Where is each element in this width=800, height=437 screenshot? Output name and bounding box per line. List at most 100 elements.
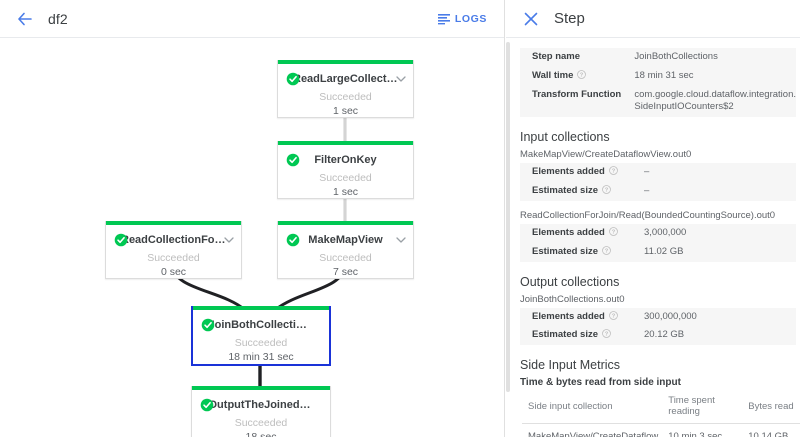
metric-value: –	[644, 166, 650, 178]
collection-name: MakeMapView/CreateDataflowView.out0	[520, 149, 692, 161]
check-circle-icon	[200, 398, 214, 412]
table-row: Elements added? 300,000,000	[520, 308, 796, 327]
node-status: Succeeded	[319, 91, 372, 103]
node-time: 1 sec	[332, 105, 359, 117]
graph-node-filter-on-key[interactable]: FilterOnKey Succeeded 1 sec	[277, 141, 414, 199]
step-details-panel: Step Step name JoinBothCollections Wall …	[506, 0, 800, 437]
metric-label: Elements added?	[520, 163, 632, 182]
node-time: 18 min 31 sec	[228, 351, 294, 363]
table-row: Wall time? 18 min 31 sec	[520, 67, 796, 86]
side-input-collection: MakeMapView/CreateDataflow View.out0	[528, 431, 659, 437]
node-status: Succeeded	[234, 417, 288, 429]
side-input-metrics-subtitle: Time & bytes read from side input	[520, 377, 681, 389]
node-status-bar	[193, 306, 329, 310]
graph-node-read-large-collection[interactable]: ReadLargeCollectionFr… Succeeded 1 sec	[277, 60, 414, 118]
side-input-time-spent: 10 min 3 sec	[668, 431, 723, 437]
collection-name: JoinBothCollections.out0	[520, 293, 625, 305]
help-icon[interactable]: ?	[609, 310, 618, 320]
table-row: Estimated size? 20.12 GB	[520, 326, 796, 345]
close-icon[interactable]	[518, 6, 544, 32]
node-header: ReadLargeCollectionFr…	[278, 68, 413, 90]
help-icon[interactable]: ?	[609, 166, 618, 176]
metric-value: –	[644, 185, 650, 197]
node-status: Succeeded	[319, 252, 372, 264]
svg-text:?: ?	[580, 72, 584, 78]
summary-label: Transform Function	[532, 88, 622, 100]
help-icon[interactable]: ?	[602, 329, 611, 339]
node-header: ReadCollectionForJoin	[106, 229, 241, 251]
svg-text:?: ?	[605, 332, 609, 338]
node-status-bar	[192, 386, 330, 390]
node-status: Succeeded	[234, 337, 288, 349]
graph-node-make-map-view[interactable]: MakeMapView Succeeded 7 sec	[277, 221, 414, 279]
job-graph-pane: df2 LOGS	[0, 0, 505, 437]
help-icon[interactable]: ?	[577, 69, 587, 79]
input-collections-title: Input collections	[520, 130, 610, 145]
arrow-left-icon[interactable]	[10, 4, 40, 34]
panel-scrollbar[interactable]	[506, 42, 510, 392]
chevron-down-icon[interactable]	[223, 234, 235, 246]
metric-label: Estimated size?	[520, 243, 632, 262]
node-name: OutputTheJoinedCollec…	[208, 399, 314, 411]
check-circle-icon	[201, 318, 215, 332]
node-header: JoinBothCollections	[193, 314, 329, 336]
graph-node-output-the-joined-collection[interactable]: OutputTheJoinedCollec… Succeeded 18 sec	[191, 386, 331, 437]
metric-label: Estimated size?	[520, 182, 632, 201]
check-circle-icon	[286, 72, 300, 86]
node-status: Succeeded	[319, 172, 372, 184]
node-time: 18 sec	[245, 431, 277, 437]
side-input-metrics-title: Side Input Metrics	[520, 358, 621, 373]
help-icon[interactable]: ?	[602, 185, 611, 194]
check-circle-icon	[114, 233, 128, 247]
table-row: Elements added? 3,000,000	[520, 224, 796, 243]
help-icon[interactable]: ?	[609, 227, 618, 236]
svg-text:?: ?	[612, 313, 616, 319]
collection-name: ReadCollectionForJoin/Read(BoundedCounti…	[520, 209, 776, 221]
node-status-bar	[278, 221, 413, 225]
graph-canvas[interactable]: ReadLargeCollectionFr… Succeeded 1 sec F…	[0, 38, 504, 437]
node-time: 1 sec	[332, 186, 359, 198]
panel-title: Step	[554, 10, 585, 27]
table-row: Transform Function com.google.cloud.data…	[520, 86, 796, 118]
chevron-down-icon[interactable]	[395, 234, 407, 246]
check-circle-icon	[286, 153, 300, 167]
input-collection-table: Elements added? – Estimated size? –	[520, 163, 796, 201]
node-time: 7 sec	[332, 266, 359, 278]
table-row: Step name JoinBothCollections	[520, 48, 796, 67]
node-name: MakeMapView	[308, 234, 383, 246]
summary-value: com.google.cloud.dataflow.integration. S…	[634, 88, 796, 113]
node-name: FilterOnKey	[314, 154, 377, 166]
column-header: Time spent reading	[662, 392, 743, 425]
logs-button-label: LOGS	[454, 12, 487, 25]
graph-node-read-collection-for-join[interactable]: ReadCollectionForJoin Succeeded 0 sec	[105, 221, 242, 279]
panel-header: Step	[506, 0, 800, 38]
table-row: Estimated size? 11.02 GB	[520, 243, 796, 262]
logs-list-icon	[437, 13, 450, 24]
table-row: Estimated size? –	[520, 182, 796, 201]
step-summary-table: Step name JoinBothCollections Wall time?…	[520, 48, 796, 118]
node-status-bar	[278, 141, 413, 145]
node-name: ReadLargeCollectionFr…	[293, 73, 398, 85]
table-row: MakeMapView/CreateDataflow View.out0 10 …	[522, 424, 800, 437]
svg-text:?: ?	[612, 229, 616, 235]
input-collection-table: Elements added? 3,000,000 Estimated size…	[520, 223, 796, 262]
summary-value: JoinBothCollections	[634, 51, 718, 62]
metric-label: Elements added?	[520, 224, 632, 243]
graph-node-join-both-collections[interactable]: JoinBothCollections Succeeded 18 min 31 …	[191, 306, 331, 366]
job-toolbar: df2 LOGS	[0, 0, 504, 38]
column-header: Bytes read	[742, 392, 800, 425]
svg-text:?: ?	[605, 188, 609, 194]
column-header: Side input collection	[522, 392, 663, 425]
graph-edges	[166, 97, 351, 392]
check-circle-icon	[286, 233, 300, 247]
help-icon[interactable]: ?	[602, 245, 611, 255]
node-status-bar	[106, 221, 241, 225]
chevron-down-icon[interactable]	[395, 73, 407, 85]
table-header-row: Side input collection Time spent reading…	[522, 392, 800, 425]
logs-button[interactable]: LOGS	[437, 12, 487, 25]
svg-text:?: ?	[605, 248, 609, 254]
table-row: Elements added? –	[520, 163, 796, 182]
output-collections-title: Output collections	[520, 274, 620, 289]
summary-label: Step name	[532, 51, 581, 62]
